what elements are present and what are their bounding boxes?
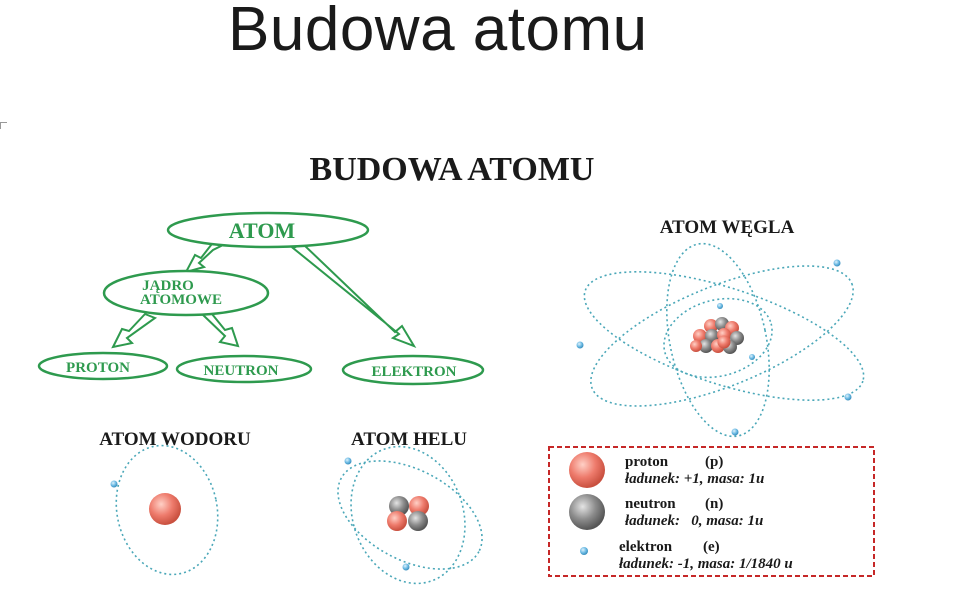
helium-atom-title: ATOM HELU [351,429,467,450]
node-atom [166,211,370,249]
legend-electron-symbol: (e) [703,539,720,555]
node-nucleus-label-line2: ATOMOWE [140,292,222,308]
node-neutron [175,354,313,384]
electron [717,303,723,309]
carbon-outer-orbit-3 [666,242,770,438]
helium-atom-model [337,445,483,585]
helium-neutron [389,496,409,516]
hydrogen-electron [110,480,118,488]
node-neutron-label: NEUTRON [203,363,278,379]
helium-electron [344,457,352,465]
electron [731,428,739,436]
node-electron-label: ELEKTRON [371,364,456,380]
hydrogen-proton [149,493,181,525]
arrow-nucleus-to-neutron [199,313,240,348]
legend-proton-sphere [569,452,605,488]
hydrogen-orbit [115,444,219,576]
helium-proton [409,496,429,516]
arrow-nucleus-to-proton [111,312,158,349]
legend-electron-name: elektron [619,539,673,555]
carbon-atom-model [583,242,865,438]
hydrogen-atom-title: ATOM WODORU [99,429,251,450]
node-atom-label: ATOM [229,218,296,243]
carbon-inner-orbit [663,297,773,379]
legend-electron-props: ładunek: -1, masa: 1/1840 u [618,556,793,572]
node-proton-label: PROTON [66,360,130,376]
electron [576,341,584,349]
legend-border [548,446,875,577]
electron [833,259,841,267]
carbon-outer-orbit-2 [590,265,854,407]
legend-neutron-props: ładunek: 0, masa: 1u [624,513,763,529]
legend: proton (p) ładunek: +1, masa: 1u neutron… [548,446,875,577]
legend-neutron-name: neutron [625,496,676,512]
carbon-atom-title: ATOM WĘGLA [660,217,795,238]
electron [749,354,755,360]
legend-neutron-symbol: (n) [705,496,723,512]
carbon-outer-orbit-1 [583,271,865,401]
carbon-electrons [576,259,852,436]
arrow-atom-to-electron [291,242,417,348]
helium-proton [387,511,407,531]
legend-proton-props: ładunek: +1, masa: 1u [624,471,764,487]
node-proton [37,351,169,381]
legend-electron-sphere [580,547,588,555]
helium-orbit-2 [337,460,483,570]
legend-proton-name: proton [625,454,669,470]
helium-neutron [408,511,428,531]
slide-title: Budowa atomu [228,0,648,64]
hydrogen-atom-model [110,444,219,576]
figure-heading: BUDOWA ATOMU [310,151,595,188]
node-nucleus [102,269,270,317]
helium-orbit-1 [350,445,466,585]
legend-neutron-sphere [569,494,605,530]
electron [844,393,852,401]
helium-electron [402,563,410,571]
node-nucleus-label-line1: JĄDRO [142,278,194,294]
legend-proton-symbol: (p) [705,454,723,470]
tree-nodes: ATOM JĄDRO ATOMOWE PROTON NEUTRON ELEKTR… [37,211,485,386]
node-electron [341,354,485,386]
placeholder-corner-mark [0,122,7,129]
carbon-nucleus [690,317,744,354]
